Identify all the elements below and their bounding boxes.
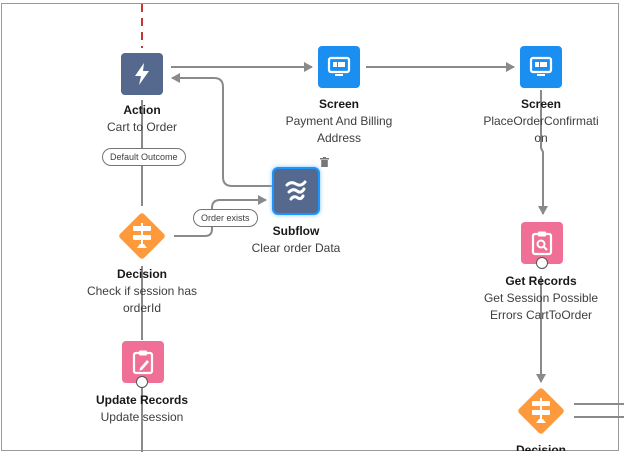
subflow-label: Subflow Clear order Data <box>236 223 356 257</box>
node-name-line1: PlaceOrderConfirmati <box>483 114 599 128</box>
decision-session-label: Decision Check if session has orderId <box>72 266 212 317</box>
node-name: Update session <box>100 410 184 424</box>
flow-canvas-frame <box>1 3 619 451</box>
node-name-line1: Payment And Billing <box>285 114 393 128</box>
node-type: Decision <box>116 267 167 281</box>
screen-payment-node[interactable] <box>318 46 360 88</box>
clipboard-edit-icon <box>132 350 154 375</box>
action-node[interactable] <box>121 53 163 95</box>
node-name-line1: Get Session Possible <box>483 291 599 305</box>
decision-bottom-node[interactable] <box>511 381 571 441</box>
update-records-port[interactable] <box>136 376 148 388</box>
node-type: Get Records <box>505 274 577 288</box>
node-name-line2: Errors CartToOrder <box>489 308 593 322</box>
decision-bottom-label: Decision <box>471 442 611 451</box>
node-type: Screen <box>318 97 360 111</box>
node-type: Update Records <box>95 393 189 407</box>
connector-screen-confirmation-to-get-records[interactable] <box>538 90 548 215</box>
node-name: Cart to Order <box>106 120 178 134</box>
screen-icon <box>327 56 351 76</box>
subflow-node[interactable] <box>272 167 320 215</box>
delete-icon[interactable] <box>320 157 329 167</box>
node-name: Clear order Data <box>251 241 341 255</box>
node-name-line2: orderId <box>122 301 162 315</box>
connector-subflow-to-action[interactable] <box>171 73 272 187</box>
node-type: Screen <box>520 97 562 111</box>
update-records-label: Update Records Update session <box>72 392 212 426</box>
node-name-line2: Address <box>316 131 362 145</box>
order-exists-label[interactable]: Order exists <box>193 209 258 227</box>
lightning-bolt-icon <box>135 63 149 85</box>
clipboard-search-icon <box>531 231 553 256</box>
signpost-icon <box>532 398 550 423</box>
node-type: Decision <box>515 443 566 451</box>
screen-confirmation-node[interactable] <box>520 46 562 88</box>
node-type: Subflow <box>272 224 320 238</box>
subflow-icon <box>285 180 307 201</box>
default-outcome-label[interactable]: Default Outcome <box>102 148 186 166</box>
node-type: Action <box>123 103 161 117</box>
screen-icon <box>529 56 553 76</box>
node-name-line1: Check if session has <box>86 284 198 298</box>
action-node-label: Action Cart to Order <box>82 102 202 136</box>
decision-session-node[interactable] <box>112 206 172 266</box>
get-records-label: Get Records Get Session Possible Errors … <box>471 273 611 324</box>
get-records-port[interactable] <box>536 257 548 269</box>
screen-confirmation-label: Screen PlaceOrderConfirmati on <box>471 96 611 147</box>
screen-payment-label: Screen Payment And Billing Address <box>269 96 409 147</box>
node-name-line2: on <box>534 131 548 145</box>
signpost-icon <box>133 223 151 248</box>
